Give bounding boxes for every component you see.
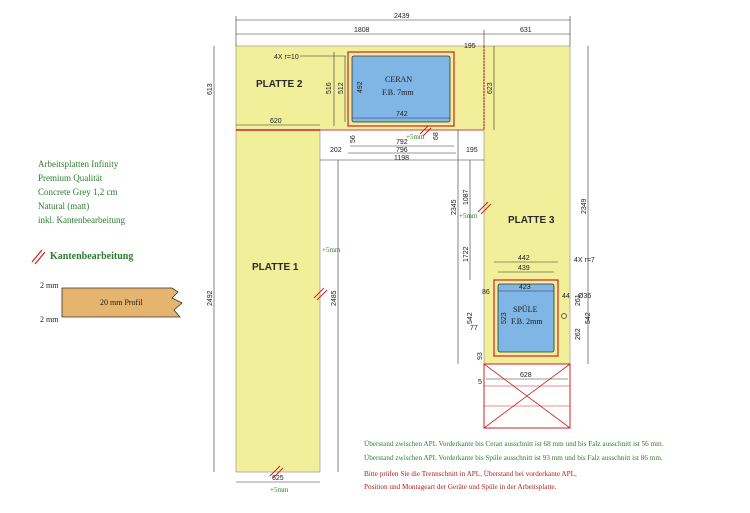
dim-262: 262 <box>575 328 582 340</box>
ceran-height: 492 <box>357 81 364 93</box>
edge-markers <box>269 125 492 479</box>
dim-93: 93 <box>477 352 484 360</box>
dim-792: 792 <box>396 139 408 146</box>
info-line-2: Premium Qualität <box>38 173 103 183</box>
dim-620: 620 <box>270 118 282 125</box>
ceran-offset-dimensions: 56 68 +5mm 792 796 1198 202 195 <box>320 132 484 162</box>
edge-profile: 20 mm Profil 2 mm 2 mm <box>40 281 183 324</box>
dim-68: 68 <box>433 132 440 140</box>
note-3: Bitte prüfen Sie die Trennschnitt in APL… <box>364 469 577 478</box>
plate-3-label: PLATTE 3 <box>508 215 555 226</box>
appliance-box: 628 <box>483 363 571 429</box>
plate-1-shape <box>235 129 321 473</box>
sink-height: 523 <box>501 312 508 324</box>
sink-fb: F.B. 2mm <box>511 317 543 326</box>
edge-legend: Kantenbearbeitung <box>31 249 133 265</box>
plate2-dimensions: 620 613 516 512 623 <box>207 46 495 130</box>
dim-623: 623 <box>487 82 494 94</box>
dim-625: 625 <box>272 475 284 482</box>
note-4: Position und Montageart der Geräte und S… <box>364 483 557 491</box>
dim-796: 796 <box>396 147 408 154</box>
dim-5: 5 <box>478 379 482 386</box>
dim-512: 512 <box>338 82 345 94</box>
dim-d36: Ø36 <box>578 293 591 300</box>
dim-516: 516 <box>326 82 333 94</box>
info-line-5: inkl. Kantenbearbeitung <box>38 215 125 225</box>
profile-bottom: 2 mm <box>40 315 59 324</box>
plate-2-label: PLATTE 2 <box>256 79 303 90</box>
seams <box>236 46 485 131</box>
dim-4x-r7: 4X r=7 <box>574 257 595 264</box>
plate3-dimensions: 2345 1087 +5mm 1722 2349 442 439 4X r=7 … <box>451 46 595 386</box>
info-line-1: Arbeitsplatten Infinity <box>38 159 119 169</box>
dim-2485: 2485 <box>331 290 338 306</box>
material-info: Arbeitsplatten Infinity Premium Qualität… <box>38 159 125 225</box>
info-line-3: Concrete Grey 1,2 cm <box>38 187 117 197</box>
dim-1722: 1722 <box>463 246 470 262</box>
plate1-dimensions: 2492 2485 +5mm 625 +5mm <box>207 130 341 494</box>
plus5-p1-right: +5mm <box>322 246 341 254</box>
dim-86: 86 <box>482 289 490 296</box>
dim-628: 628 <box>520 372 532 379</box>
dim-613: 613 <box>207 83 214 95</box>
info-line-4: Natural (matt) <box>38 201 89 211</box>
dim-202: 202 <box>330 147 342 154</box>
dim-2349: 2349 <box>581 198 588 214</box>
note-1: Überstand zwischen APL Vorderkante bis C… <box>364 439 664 448</box>
dim-631: 631 <box>520 27 532 34</box>
ceran-fb: F.B. 7mm <box>382 88 414 97</box>
dim-1808: 1808 <box>354 27 370 34</box>
dim-439: 439 <box>518 265 530 272</box>
dim-261: 261 <box>575 294 582 306</box>
ceran-label: CERAN <box>385 75 412 84</box>
sink-cutout: SPÜLE F.B. 2mm 423 523 <box>493 279 567 357</box>
dim-542-right: 542 <box>585 312 592 324</box>
plus5-ceran: +5mm <box>406 133 425 141</box>
plus5-p3: +5mm <box>459 212 478 220</box>
dim-195-mid: 195 <box>466 147 478 154</box>
dim-56: 56 <box>350 135 357 143</box>
note-2: Überstand zwischen APL Vorderkante bis S… <box>364 453 663 462</box>
sink-width: 423 <box>519 284 531 291</box>
ceran-cutout: CERAN F.B. 7mm 742 492 <box>347 51 455 127</box>
dim-195-top: 195 <box>464 43 476 50</box>
dim-2492: 2492 <box>207 290 214 306</box>
sink-label: SPÜLE <box>513 305 538 314</box>
dim-542-left: 542 <box>467 312 474 324</box>
dim-44: 44 <box>562 293 570 300</box>
dim-442: 442 <box>518 255 530 262</box>
dim-2439: 2439 <box>394 13 410 20</box>
edge-legend-label: Kantenbearbeitung <box>50 251 133 262</box>
dim-1087: 1087 <box>463 189 470 205</box>
top-dimensions: 2439 1808 631 195 4X r=10 <box>235 13 571 61</box>
plus5-p1-bottom: +5mm <box>270 486 289 494</box>
notes: Überstand zwischen APL Vorderkante bis C… <box>364 439 664 491</box>
profile-label: 20 mm Profil <box>100 298 143 307</box>
dim-2345: 2345 <box>451 199 458 215</box>
dim-1198: 1198 <box>394 155 409 162</box>
dim-4x-r10: 4X r=10 <box>274 54 299 61</box>
profile-top: 2 mm <box>40 281 59 290</box>
ceran-width: 742 <box>396 111 408 118</box>
tap-hole <box>561 313 567 319</box>
dim-77: 77 <box>470 325 478 332</box>
plate-1-label: PLATTE 1 <box>252 262 299 273</box>
